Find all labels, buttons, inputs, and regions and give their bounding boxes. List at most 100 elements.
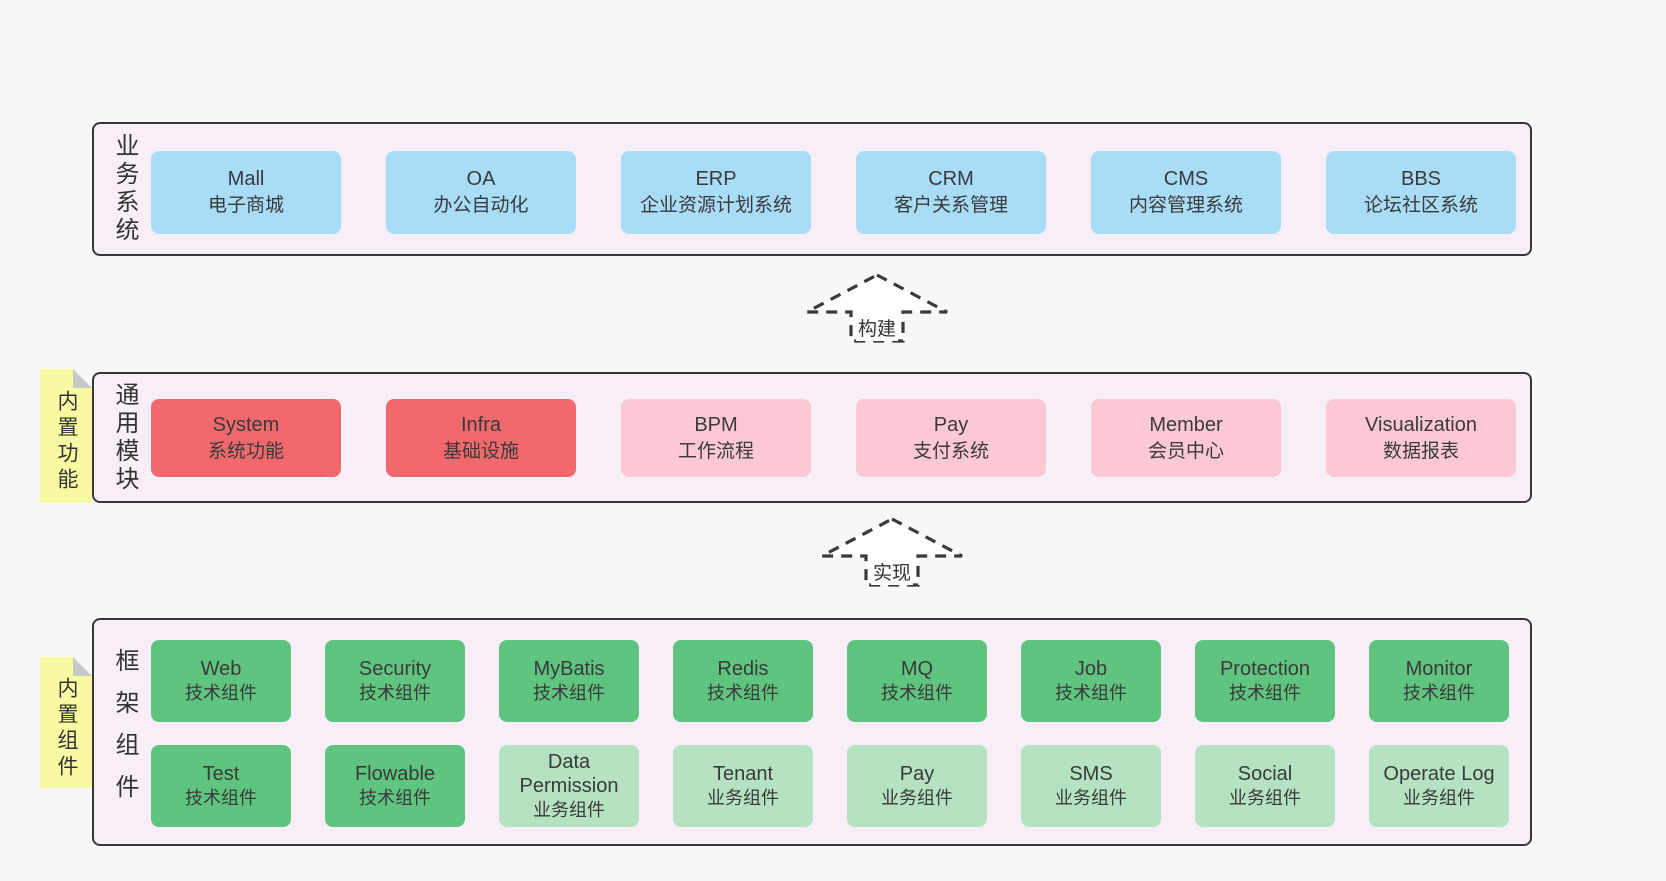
- box-name: Infra: [460, 413, 502, 436]
- box-name: System: [212, 413, 280, 436]
- box-name: MyBatis: [533, 658, 605, 680]
- box-member: Member 会员中心: [1091, 399, 1281, 477]
- box-crm: CRM 客户关系管理: [856, 151, 1046, 234]
- box-name: Monitor: [1405, 658, 1473, 680]
- arrow-implement: 实现: [817, 516, 967, 588]
- box-redis: Redis 技术组件: [673, 640, 813, 722]
- box-desc: 技术组件: [185, 788, 257, 808]
- box-name: Flowable: [354, 763, 436, 785]
- box-desc: 业务组件: [881, 788, 953, 808]
- box-name: Pay: [933, 413, 969, 436]
- box-desc: 工作流程: [677, 440, 754, 462]
- box-sms: SMS 业务组件: [1021, 745, 1161, 827]
- box-name: Mall: [227, 168, 265, 190]
- box-name: Social: [1237, 763, 1293, 785]
- box-bbs: BBS 论坛社区系统: [1326, 151, 1516, 234]
- layer-framework-components: 框架组件 Web 技术组件 Security 技术组件 MyBatis 技术组件…: [92, 618, 1532, 846]
- box-name: Tenant: [712, 763, 774, 785]
- box-pay-biz: Pay 业务组件: [847, 745, 987, 827]
- box-name: MQ: [900, 658, 934, 680]
- box-desc: 业务组件: [1055, 788, 1127, 808]
- layer-business-systems: 业务系统 Mall 电子商城 OA 办公自动化 ERP 企业资源计划系统 CRM…: [92, 122, 1532, 256]
- box-infra: Infra 基础设施: [386, 399, 576, 477]
- business-boxes-row: Mall 电子商城 OA 办公自动化 ERP 企业资源计划系统 CRM 客户关系…: [151, 151, 1516, 234]
- box-name: CMS: [1163, 168, 1209, 190]
- box-desc: 技术组件: [359, 788, 431, 808]
- box-desc: 内容管理系统: [1128, 195, 1243, 216]
- layer-label-framework: 框架组件: [111, 648, 138, 816]
- box-name: BBS: [1400, 168, 1442, 190]
- box-name: Web: [200, 658, 242, 680]
- box-name: Operate Log: [1383, 763, 1495, 785]
- box-system: System 系统功能: [151, 399, 341, 477]
- box-desc: 业务组件: [1403, 788, 1475, 808]
- box-job: Job 技术组件: [1021, 640, 1161, 722]
- box-desc: 业务组件: [707, 788, 779, 808]
- box-data-permission: Data Permission 业务组件: [499, 745, 639, 827]
- arrow-build-label: 构建: [855, 314, 899, 341]
- box-oa: OA 办公自动化: [386, 151, 576, 234]
- box-name: BPM: [694, 413, 738, 436]
- sticky-text: 内置功能: [55, 390, 78, 494]
- box-name: Protection: [1219, 658, 1311, 680]
- box-desc: 技术组件: [1055, 683, 1127, 703]
- box-name: Test: [202, 763, 240, 785]
- box-name: Data Permission: [519, 751, 619, 797]
- box-name: Security: [358, 658, 432, 680]
- box-cms: CMS 内容管理系统: [1091, 151, 1281, 234]
- box-desc: 会员中心: [1147, 440, 1224, 462]
- sticky-note-built-in-components: 内置组件: [40, 657, 92, 788]
- box-test: Test 技术组件: [151, 745, 291, 827]
- box-security: Security 技术组件: [325, 640, 465, 722]
- up-arrow-icon: [821, 517, 963, 587]
- box-name: Job: [1074, 658, 1108, 680]
- box-desc: 基础设施: [442, 440, 519, 462]
- modules-boxes-row: System 系统功能 Infra 基础设施 BPM 工作流程 Pay 支付系统…: [151, 399, 1516, 477]
- box-desc: 业务组件: [533, 800, 605, 820]
- sticky-text: 内置组件: [55, 676, 78, 781]
- box-desc: 技术组件: [707, 683, 779, 703]
- box-desc: 客户关系管理: [893, 195, 1008, 216]
- box-visualization: Visualization 数据报表: [1326, 399, 1516, 477]
- box-desc: 数据报表: [1382, 440, 1459, 462]
- box-social: Social 业务组件: [1195, 745, 1335, 827]
- framework-boxes-row-1: Web 技术组件 Security 技术组件 MyBatis 技术组件 Redi…: [151, 640, 1509, 722]
- box-name: OA: [466, 168, 496, 190]
- box-desc: 技术组件: [185, 683, 257, 703]
- box-desc: 系统功能: [207, 440, 284, 462]
- box-name: Visualization: [1365, 413, 1477, 436]
- box-mq: MQ 技术组件: [847, 640, 987, 722]
- box-web: Web 技术组件: [151, 640, 291, 722]
- box-operate-log: Operate Log 业务组件: [1369, 745, 1509, 827]
- box-tenant: Tenant 业务组件: [673, 745, 813, 827]
- box-name: ERP: [695, 168, 737, 190]
- box-mybatis: MyBatis 技术组件: [499, 640, 639, 722]
- box-pay: Pay 支付系统: [856, 399, 1046, 477]
- layer-common-modules: 通用模块 System 系统功能 Infra 基础设施 BPM 工作流程 Pay…: [92, 372, 1532, 503]
- box-desc: 企业资源计划系统: [639, 195, 792, 216]
- box-protection: Protection 技术组件: [1195, 640, 1335, 722]
- box-name: Pay: [899, 763, 935, 785]
- box-desc: 技术组件: [1229, 683, 1301, 703]
- box-name: SMS: [1069, 763, 1113, 785]
- box-desc: 电子商城: [207, 195, 284, 216]
- box-desc: 技术组件: [359, 683, 431, 703]
- box-desc: 技术组件: [533, 683, 605, 703]
- box-name: Member: [1149, 413, 1223, 436]
- arrow-build: 构建: [802, 272, 952, 344]
- box-monitor: Monitor 技术组件: [1369, 640, 1509, 722]
- box-desc: 论坛社区系统: [1363, 195, 1478, 216]
- box-erp: ERP 企业资源计划系统: [621, 151, 811, 234]
- box-flowable: Flowable 技术组件: [325, 745, 465, 827]
- arrow-implement-label: 实现: [870, 558, 914, 585]
- box-desc: 支付系统: [912, 440, 989, 462]
- box-mall: Mall 电子商城: [151, 151, 341, 234]
- box-desc: 技术组件: [881, 683, 953, 703]
- up-arrow-icon: [806, 273, 948, 343]
- box-desc: 办公自动化: [433, 195, 529, 216]
- box-name: Redis: [717, 658, 769, 680]
- framework-boxes-row-2: Test 技术组件 Flowable 技术组件 Data Permission …: [151, 745, 1509, 827]
- sticky-note-built-in-features: 内置功能: [40, 369, 92, 503]
- box-bpm: BPM 工作流程: [621, 399, 811, 477]
